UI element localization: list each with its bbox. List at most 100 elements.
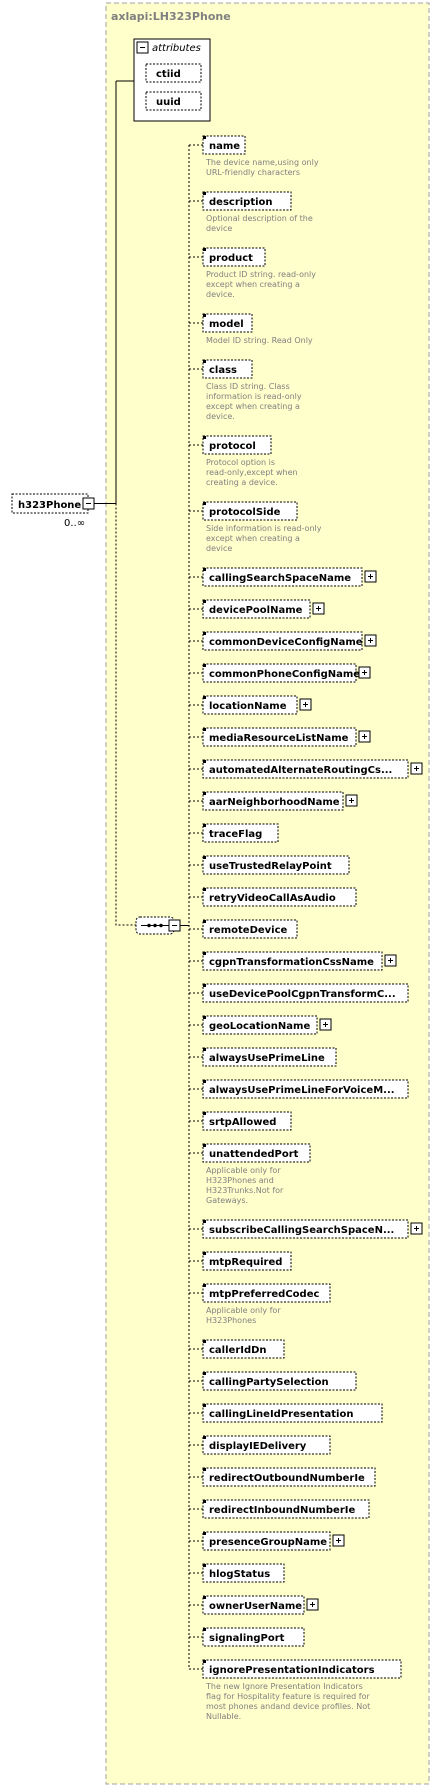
element-display-iedelivery[interactable]: displayIEDelivery <box>202 1435 331 1455</box>
element-use-trusted-relay-point[interactable]: useTrustedRelayPoint <box>202 855 350 875</box>
element-label: retryVideoCallAsAudio <box>209 893 336 904</box>
element-box <box>202 567 363 587</box>
element-label: class <box>209 365 237 376</box>
element-remote-device[interactable]: remoteDevice <box>202 919 298 939</box>
element-description: except when creating a <box>206 402 300 411</box>
element-corner-mark <box>203 632 206 635</box>
element-box <box>202 435 272 455</box>
element-label: redirectInboundNumberIe <box>209 1505 355 1516</box>
element-signaling-port[interactable]: signalingPort <box>202 1627 305 1647</box>
element-redirect-inbound-number-ie[interactable]: redirectInboundNumberIe <box>202 1499 370 1519</box>
element-label: mtpRequired <box>209 1257 282 1268</box>
element-device-pool-name[interactable]: devicePoolName <box>202 599 325 619</box>
element-media-resource-list-name[interactable]: mediaResourceListName <box>202 727 371 747</box>
element-box <box>202 663 357 683</box>
element-label: automatedAlternateRoutingCs... <box>209 765 392 776</box>
element-description: H323Trunks.Not for <box>206 1186 284 1195</box>
element-corner-mark <box>203 314 206 317</box>
attribute-ctiid[interactable]: ctiid <box>145 63 202 83</box>
element-box <box>202 631 363 651</box>
element-cgpn-transformation-css-name[interactable]: cgpnTransformationCssName <box>202 951 397 971</box>
element-common-phone-config-name[interactable]: commonPhoneConfigName <box>202 663 371 683</box>
element-label: product <box>209 253 253 264</box>
element-box <box>202 887 357 907</box>
element-presence-group-name[interactable]: presenceGroupName <box>202 1531 345 1551</box>
attribute-uuid[interactable]: uuid <box>145 91 202 111</box>
element-redirect-outbound-number-ie[interactable]: redirectOutboundNumberIe <box>202 1467 376 1487</box>
element-subscribe-calling-search-space-n[interactable]: subscribeCallingSearchSpaceN... <box>202 1219 423 1239</box>
element-box <box>202 1627 305 1647</box>
element-description: H323Phones and <box>206 1176 274 1185</box>
element-always-use-prime-line[interactable]: alwaysUsePrimeLine <box>202 1047 337 1067</box>
element-label: protocol <box>209 441 256 452</box>
element-aar-neighborhood-name[interactable]: aarNeighborhoodName <box>202 791 358 811</box>
root-occurrence: 0..∞ <box>64 518 85 529</box>
element-corner-mark <box>203 1436 206 1439</box>
element-retry-video-call-as-audio[interactable]: retryVideoCallAsAudio <box>202 887 357 907</box>
element-box <box>202 1499 370 1519</box>
element-corner-mark <box>203 792 206 795</box>
element-corner-mark <box>203 1340 206 1343</box>
element-description: Protocol option is <box>206 458 275 467</box>
element-geo-location-name[interactable]: geoLocationName <box>202 1015 332 1035</box>
element-label: callingLineIdPresentation <box>209 1409 353 1420</box>
element-description: Model ID string. Read Only <box>206 336 313 345</box>
element-corner-mark <box>203 1372 206 1375</box>
attribute-uuid-label: uuid <box>156 97 181 108</box>
element-corner-mark <box>203 1468 206 1471</box>
element-description: Side information is read-only <box>206 524 322 533</box>
element-common-device-config-name[interactable]: commonDeviceConfigName <box>202 631 377 651</box>
element-use-device-pool-cgpn-transform-c[interactable]: useDevicePoolCgpnTransformC... <box>202 983 409 1003</box>
root-element-h323phone[interactable]: h323Phone 0..∞ <box>11 493 95 529</box>
element-corner-mark <box>203 1220 206 1223</box>
element-automated-alternate-routing-cs[interactable]: automatedAlternateRoutingCs... <box>202 759 423 779</box>
element-label: remoteDevice <box>209 925 288 936</box>
element-box <box>202 1015 318 1035</box>
element-corner-mark <box>203 888 206 891</box>
element-mtp-required[interactable]: mtpRequired <box>202 1251 292 1271</box>
element-description: creating a device. <box>206 478 278 487</box>
element-corner-mark <box>203 1404 206 1407</box>
element-description: except when creating a <box>206 534 300 543</box>
element-label: commonDeviceConfigName <box>209 637 363 648</box>
element-corner-mark <box>203 192 206 195</box>
element-label: callingPartySelection <box>209 1377 329 1388</box>
element-always-use-prime-line-for-voice-m[interactable]: alwaysUsePrimeLineForVoiceM... <box>202 1079 409 1099</box>
element-corner-mark <box>203 568 206 571</box>
sequence-compositor[interactable] <box>135 916 181 935</box>
element-hlog-status[interactable]: hlogStatus <box>202 1563 285 1583</box>
element-description: device. <box>206 290 235 299</box>
element-label: alwaysUsePrimeLine <box>209 1053 325 1064</box>
element-trace-flag[interactable]: traceFlag <box>202 823 279 843</box>
element-description: information is read-only <box>206 392 302 401</box>
element-srtp-allowed[interactable]: srtpAllowed <box>202 1111 292 1131</box>
element-location-name[interactable]: locationName <box>202 695 312 715</box>
element-box <box>202 1531 331 1551</box>
element-owner-user-name[interactable]: ownerUserName <box>202 1595 319 1615</box>
element-corner-mark <box>203 1252 206 1255</box>
element-corner-mark <box>203 1016 206 1019</box>
element-calling-search-space-name[interactable]: callingSearchSpaceName <box>202 567 377 587</box>
element-box <box>202 1563 285 1583</box>
element-description: Gateways. <box>206 1196 248 1205</box>
element-corner-mark <box>203 1048 206 1051</box>
element-calling-line-id-presentation[interactable]: callingLineIdPresentation <box>202 1403 383 1423</box>
element-calling-party-selection[interactable]: callingPartySelection <box>202 1371 357 1391</box>
element-label: srtpAllowed <box>209 1117 276 1128</box>
element-caller-id-dn[interactable]: callerIdDn <box>202 1339 285 1359</box>
attributes-group[interactable]: attributes ctiid uuid <box>133 38 211 122</box>
element-corner-mark <box>203 984 206 987</box>
element-label: mtpPreferredCodec <box>209 1289 319 1300</box>
type-title: axlapi:LH323Phone <box>111 10 231 23</box>
